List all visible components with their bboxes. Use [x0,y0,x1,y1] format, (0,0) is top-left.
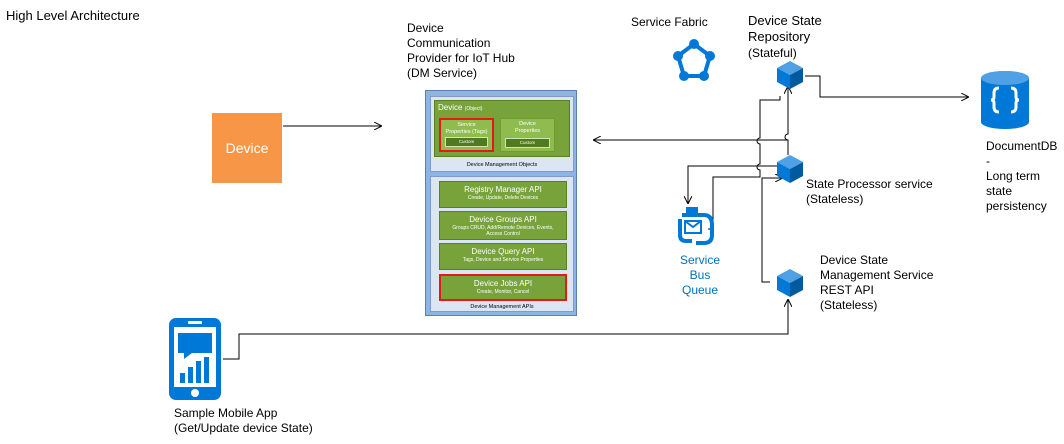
state-processor-label: State Processor service (Stateless) [806,177,933,206]
device-groups-api: Device Groups API Groups CRUD, Add/Remot… [439,211,567,240]
device-query-api: Device Query API Tags, Device and Servic… [439,243,567,270]
service-bus-label: Service Bus Queue [679,253,720,297]
mobile-phone-icon [169,318,221,400]
apis-caption: Device Management APIs [470,304,534,310]
device-jobs-api: Device Jobs API Create, Monitor, Cancel [439,274,567,301]
cube-icon [777,269,803,297]
processor-to-queue-arrow [688,165,778,203]
service-fabric-label: Service Fabric [631,15,708,29]
service-fabric-icon [673,39,715,81]
diagram-title: High Level Architecture [6,8,140,23]
device-node: Device [212,113,282,183]
mobile-to-mgmt-arrow [223,300,788,360]
custom-pill: Custom [445,137,488,147]
mgmt-to-processor-arrow [761,178,782,283]
device-management-objects-panel: Device (Object) Service Properties (Tags… [430,96,574,172]
queue-to-mgmt-line [708,96,781,230]
dm-service-label: Device Communication Provider for IoT Hu… [407,21,515,80]
device-management-apis-panel: Registry Manager API Create, Update, Del… [430,176,574,312]
service-properties-box: Service Properties (Tags) Custom [439,118,494,152]
device-object-title: Device (Object) [438,103,483,112]
documentdb-label: DocumentDB - Long term state persistency [986,139,1058,213]
state-repository-sub: (Stateful) [748,46,797,60]
device-object: Device (Object) Service Properties (Tags… [434,100,570,157]
state-repository-label: Device State Repository [748,13,822,44]
registry-manager-api: Registry Manager API Create, Update, Del… [439,181,567,208]
state-management-label: Device State Management Service REST API… [820,253,934,312]
device-properties-box: Device Properties Custom [500,118,555,152]
processor-to-repository-arrow [785,87,788,155]
repository-to-documentdb-arrow [805,75,968,97]
documentdb-icon [981,71,1029,129]
cube-icon [777,61,803,89]
service-bus-queue-icon [678,207,714,245]
objects-caption: Device Management Objects [466,162,538,168]
cube-icon [777,155,803,183]
custom-pill: Custom [505,138,550,148]
dm-service-panel: Device (Object) Service Properties (Tags… [425,90,577,316]
mobile-app-label: Sample Mobile App (Get/Update device Sta… [174,406,313,435]
